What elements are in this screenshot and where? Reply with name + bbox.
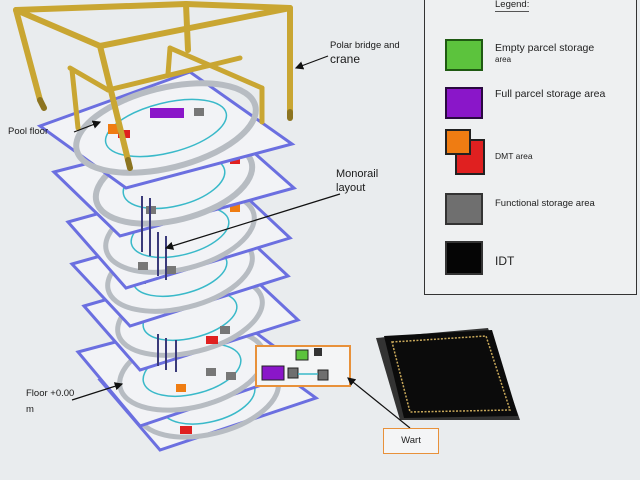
polar-bridge-label-line2: crane — [330, 51, 361, 66]
legend-label: Empty parcel storage — [495, 42, 595, 54]
legend-label: Full parcel storage area — [495, 88, 606, 100]
legend-sublabel: area — [495, 55, 512, 65]
floor-plate-pool — [36, 70, 296, 190]
legend-item-functional: Functional storage area — [425, 193, 638, 233]
legend-label: IDT — [495, 254, 515, 268]
legend-item-idt: IDT — [425, 241, 638, 281]
legend-item-empty-parcel: Empty parcel storage area — [425, 39, 638, 79]
dmt-swatch-icon — [445, 129, 487, 177]
wart-label: Wart — [383, 428, 439, 454]
full-parcel-swatch-icon — [445, 87, 483, 119]
legend-item-full-parcel: Full parcel storage area — [425, 87, 638, 127]
monorail-label-line1: Monorail — [336, 168, 379, 180]
polar-bridge-label: Polar bridge and crane — [330, 40, 400, 67]
functional-storage-swatch-icon — [445, 193, 483, 225]
idt-platform — [376, 328, 520, 420]
floor-label-line1: Floor +0.00 — [26, 388, 75, 399]
callout-arrows — [71, 55, 411, 429]
monorail-verticals — [141, 196, 177, 372]
legend-label: DMT area — [495, 151, 533, 161]
legend-title: Legend: — [495, 0, 530, 12]
floor-label-line2: m — [26, 403, 34, 415]
pool-floor-label: Pool floor — [8, 126, 49, 137]
floor-label: Floor +0.00 m — [26, 388, 74, 416]
idt-swatch-icon — [445, 241, 483, 275]
polar-bridge-label-line1: Polar bridge and — [330, 40, 400, 51]
polar-bridge-crane — [13, 1, 293, 171]
legend: Legend: Empty parcel storage area Full p… — [424, 0, 637, 295]
monorail-label: Monorail layout — [336, 168, 378, 196]
monorail-label-line2: layout — [336, 181, 366, 194]
empty-parcel-swatch-icon — [445, 39, 483, 71]
legend-item-dmt: DMT area — [425, 129, 638, 181]
wart-inset — [255, 345, 351, 387]
legend-label: Functional storage area — [495, 198, 595, 209]
